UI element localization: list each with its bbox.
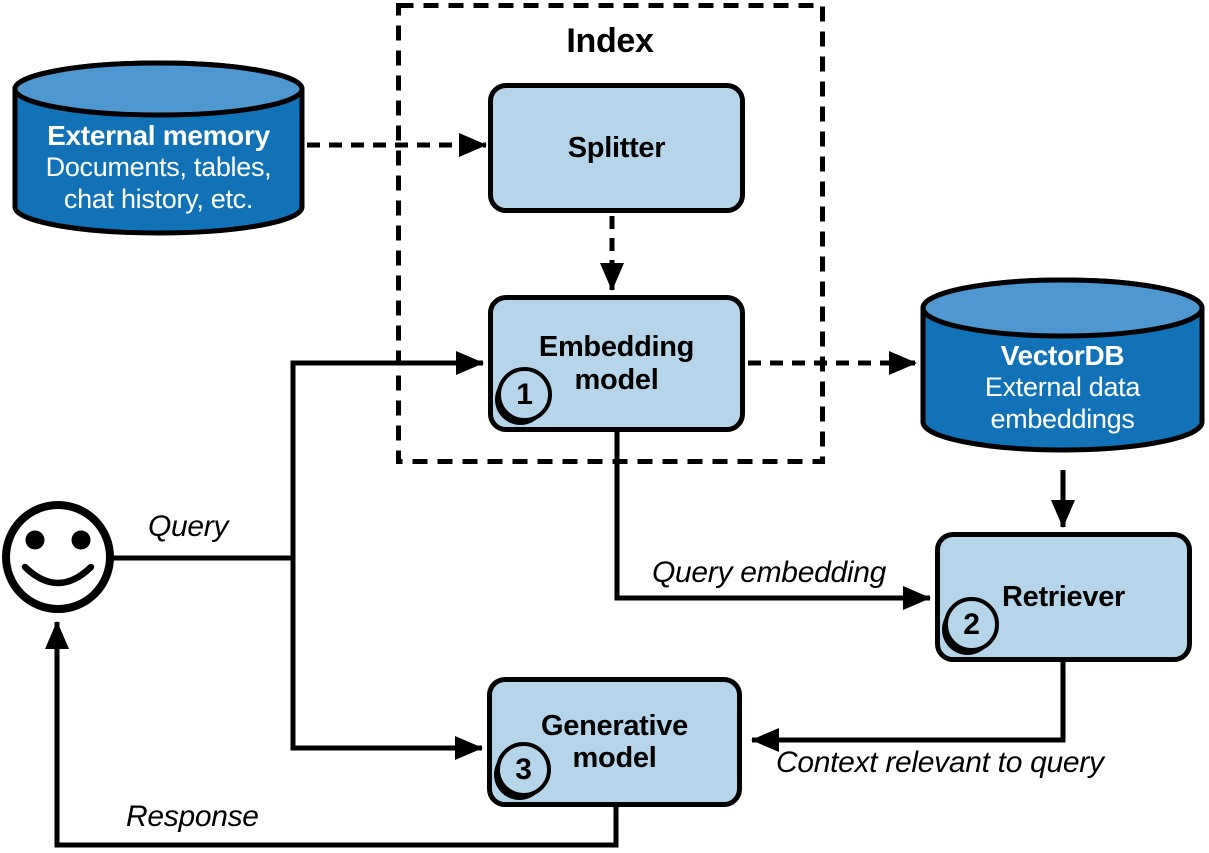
user-icon [2, 501, 114, 613]
edge-response-to-user [45, 621, 619, 848]
generative-model-node: Generative model 3 [487, 677, 742, 807]
retriever-node: Retriever 2 [935, 532, 1192, 662]
splitter-label: Splitter [567, 131, 666, 164]
index-group-frame [396, 3, 825, 464]
index-group-title: Index [566, 22, 654, 60]
edge-context-to-generative [751, 662, 1066, 752]
external-memory-title: External memory [47, 119, 270, 151]
step-badge-3: 3 [496, 742, 551, 797]
vectordb-subtitle: External data embeddings [984, 371, 1141, 434]
embedding-model-node: Embedding model 1 [488, 295, 745, 432]
query-embedding-edge-label: Query embedding [652, 556, 886, 589]
edge-query-embedding [614, 432, 931, 610]
step-badge-2: 2 [944, 597, 999, 652]
cylinder-shape [920, 277, 1205, 453]
vectordb-title: VectorDB [1000, 339, 1125, 371]
generative-model-label: Generative model [541, 709, 688, 774]
external-memory-database: External memory Documents, tables, chat … [12, 60, 305, 236]
context-edge-label: Context relevant to query [776, 746, 1104, 779]
external-memory-subtitle: Documents, tables, chat history, etc. [45, 151, 272, 214]
retriever-label: Retriever [1001, 580, 1126, 613]
step-badge-1: 1 [497, 367, 552, 422]
embedding-model-label: Embedding model [538, 331, 695, 396]
splitter-node: Splitter [488, 83, 745, 213]
vectordb-database: VectorDB External data embeddings [920, 277, 1205, 453]
response-edge-label: Response [126, 800, 259, 833]
cylinder-shape [12, 60, 305, 236]
query-edge-label: Query [148, 510, 229, 543]
